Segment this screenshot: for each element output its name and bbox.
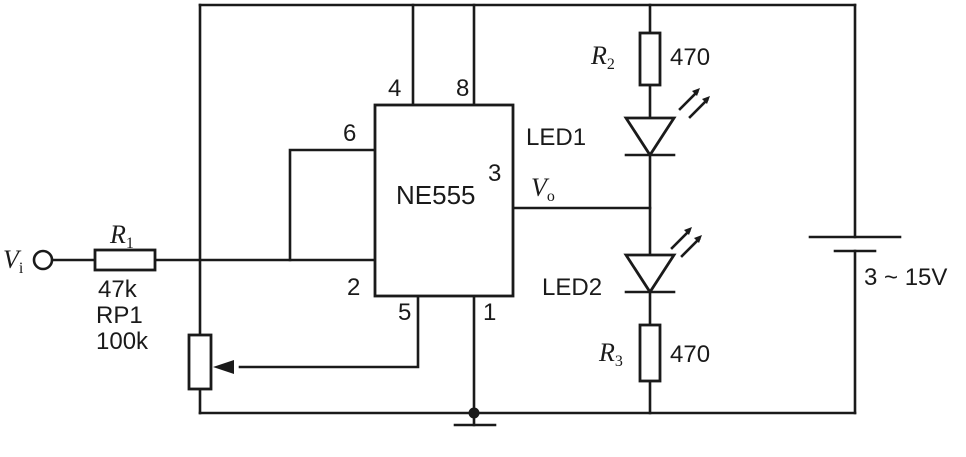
r3-value: 470: [670, 341, 710, 368]
resistor-r2: [638, 31, 662, 87]
ic-name: NE555: [396, 180, 476, 210]
r3-label: R3: [598, 338, 623, 370]
led1-diode: [623, 116, 677, 158]
r1-value: 47k: [98, 276, 138, 303]
pin-6-label: 6: [343, 120, 356, 147]
ne555-chip: [373, 103, 515, 298]
pin-3-label: 3: [488, 160, 501, 187]
pin-8-label: 8: [456, 75, 469, 102]
pin-2-label: 2: [347, 274, 360, 301]
ground-junction-dot: [468, 407, 480, 419]
supply-voltage-label: 3 ~ 15V: [864, 264, 947, 291]
resistor-r3: [638, 323, 662, 383]
rp1-value: 100k: [96, 328, 149, 355]
led2-emission-arrows-icon: [670, 227, 702, 258]
pin-1-label: 1: [483, 299, 496, 326]
input-terminal: [32, 249, 54, 271]
led1-emission-arrows-icon: [678, 88, 710, 119]
pin-4-label: 4: [388, 75, 401, 102]
output-label: Vo: [531, 173, 555, 205]
rp1-label: RP1: [96, 302, 143, 329]
led2-label: LED2: [542, 274, 602, 301]
potentiometer-rp1: [187, 333, 213, 391]
r2-label: R2: [590, 41, 615, 73]
wires: [50, 3, 857, 427]
r1-label: R1: [109, 220, 134, 252]
input-label: Vi: [3, 245, 24, 277]
r2-value: 470: [670, 44, 710, 71]
battery-symbol: [808, 235, 902, 253]
resistor-r1: [93, 248, 157, 272]
rp1-wiper-arrow: [213, 360, 234, 374]
led1-label: LED1: [526, 124, 586, 151]
led2-diode: [623, 253, 677, 295]
pin-5-label: 5: [398, 299, 411, 326]
